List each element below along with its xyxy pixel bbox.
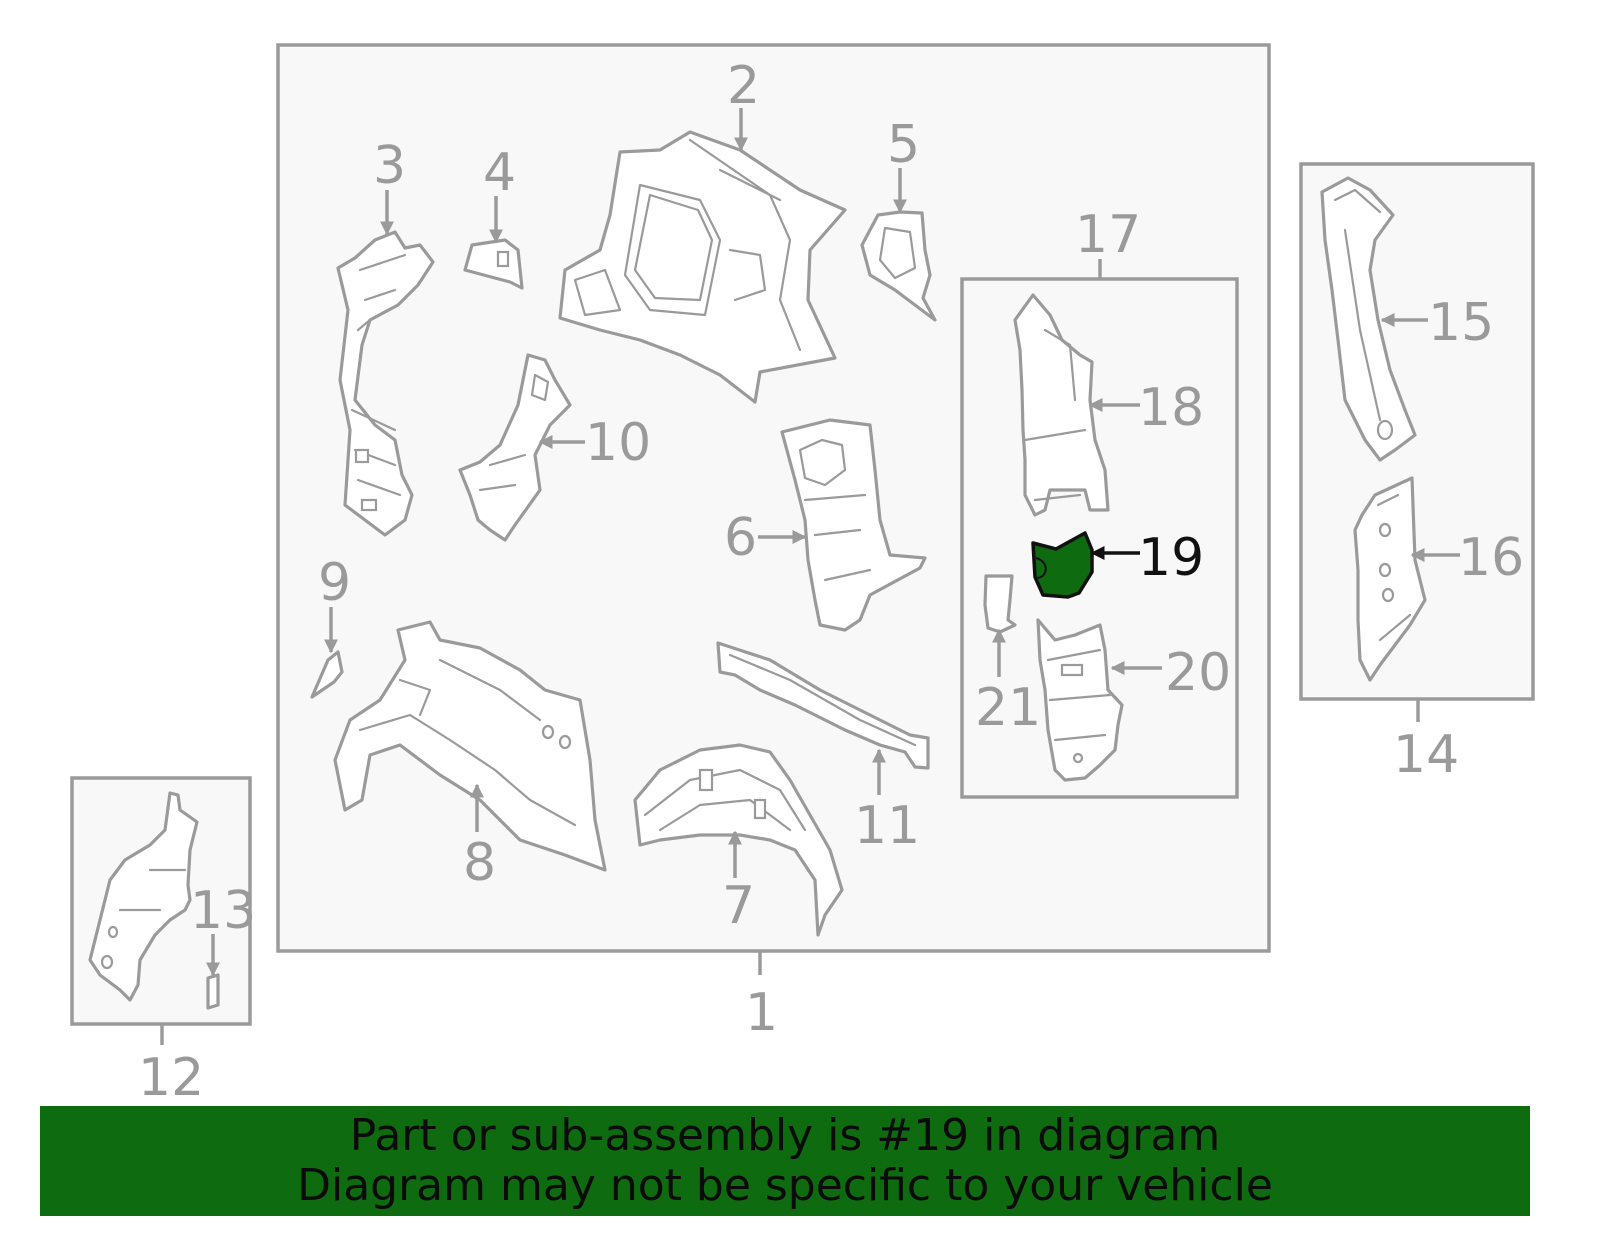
label-7[interactable]: 7: [722, 876, 755, 936]
part-8-shape[interactable]: [333, 620, 607, 872]
part-7-shape[interactable]: [633, 743, 844, 937]
part-21-shape[interactable]: [983, 574, 1017, 634]
label-1[interactable]: 1: [745, 983, 778, 1043]
part-11-shape[interactable]: [716, 641, 930, 770]
label-2[interactable]: 2: [727, 56, 760, 116]
label-9[interactable]: 9: [318, 553, 351, 613]
label-13[interactable]: 13: [190, 881, 256, 941]
label-11[interactable]: 11: [854, 796, 920, 856]
part-5-shape[interactable]: [860, 210, 937, 322]
info-banner: Part or sub-assembly is #19 in diagram D…: [40, 1106, 1530, 1216]
part-3-shape[interactable]: [336, 230, 435, 537]
part-16-shape[interactable]: [1353, 476, 1427, 682]
label-18[interactable]: 18: [1138, 378, 1204, 438]
label-20[interactable]: 20: [1165, 643, 1231, 703]
part-2-shape[interactable]: [558, 130, 847, 404]
label-8[interactable]: 8: [463, 833, 496, 893]
label-15[interactable]: 15: [1428, 293, 1494, 353]
part-4-shape[interactable]: [463, 238, 524, 290]
banner-line-part: Part or sub-assembly is #19 in diagram: [349, 1110, 1221, 1161]
part-12-shape[interactable]: [88, 791, 199, 1002]
part-20-shape[interactable]: [1036, 618, 1124, 782]
label-12[interactable]: 12: [138, 1048, 204, 1108]
part-15-shape[interactable]: [1320, 176, 1417, 462]
label-10[interactable]: 10: [585, 413, 651, 473]
label-4[interactable]: 4: [483, 143, 516, 203]
part-19-shape[interactable]: [1031, 531, 1094, 599]
label-19[interactable]: 19: [1138, 528, 1204, 588]
label-17[interactable]: 17: [1075, 205, 1141, 265]
label-16[interactable]: 16: [1458, 528, 1524, 588]
label-6[interactable]: 6: [724, 508, 757, 568]
part-6-shape[interactable]: [780, 418, 927, 632]
banner-line-disclaimer: Diagram may not be specific to your vehi…: [297, 1160, 1273, 1211]
part-18-shape[interactable]: [1013, 293, 1110, 517]
label-14[interactable]: 14: [1393, 725, 1459, 785]
label-5[interactable]: 5: [887, 115, 920, 175]
label-21[interactable]: 21: [975, 678, 1041, 738]
part-13-shape[interactable]: [206, 973, 220, 1010]
label-3[interactable]: 3: [373, 136, 406, 196]
part-10-shape[interactable]: [458, 353, 572, 542]
